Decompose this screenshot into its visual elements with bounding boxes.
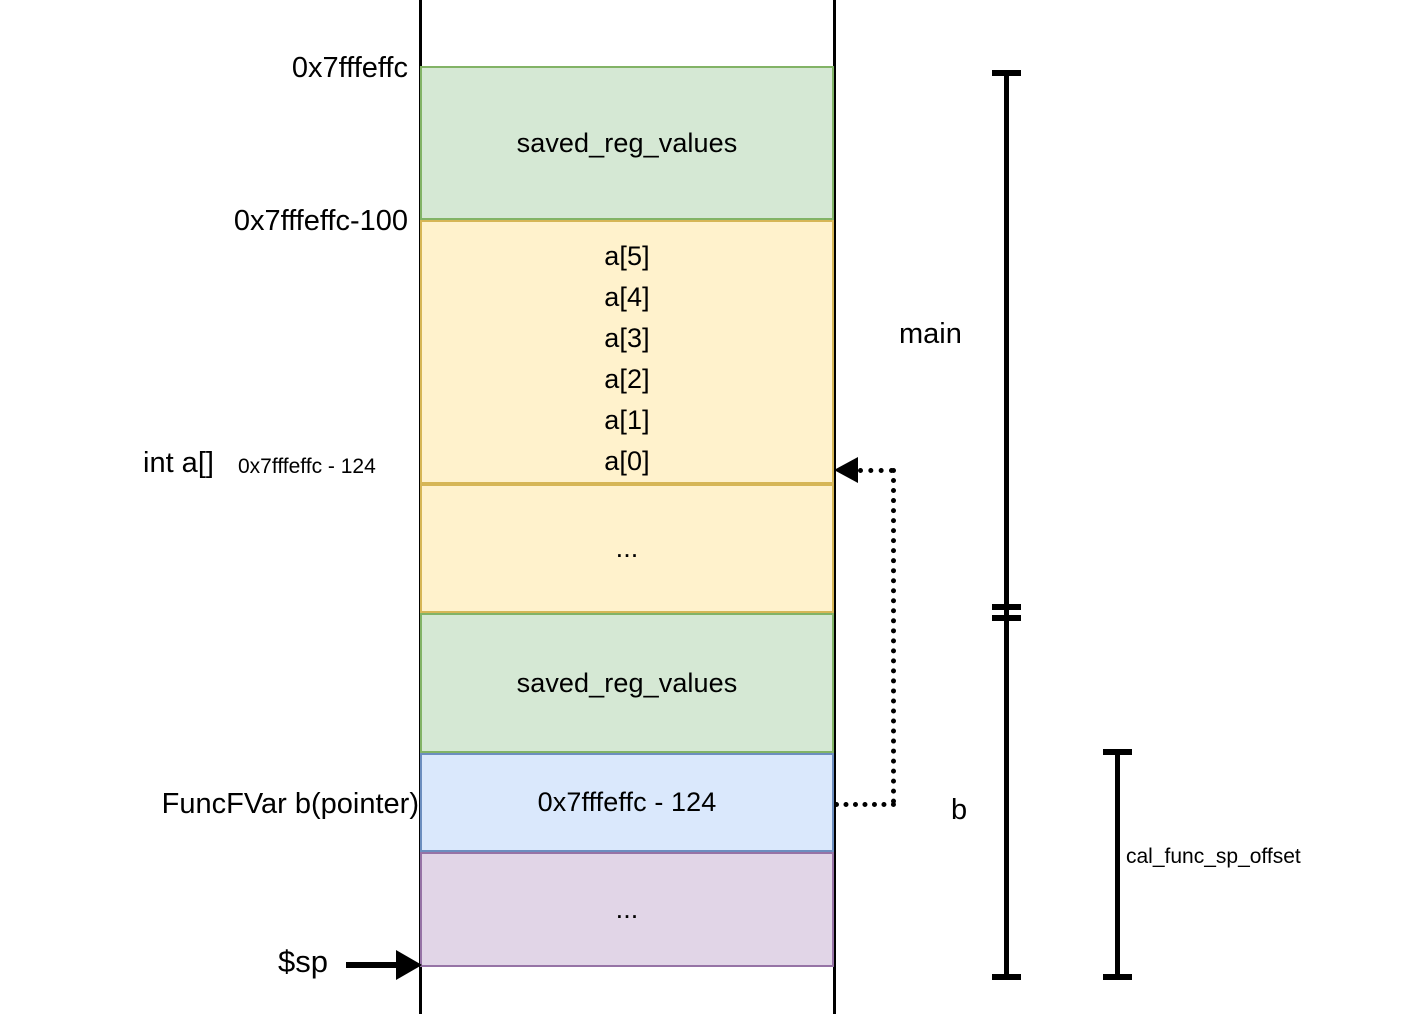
address-label-minus-100: 0x7fffeffc-100: [233, 205, 408, 237]
bracket-b-cap-bottom: [992, 974, 1021, 980]
stack-pointer-label: $sp: [278, 944, 328, 979]
stack-pointer-arrow-head-icon: [396, 950, 422, 980]
cell-label: ...: [615, 894, 639, 924]
bracket-main-b-stem: [1004, 73, 1009, 979]
array-row-a4: a[4]: [604, 282, 650, 312]
address-label-top: 0x7fffeffc: [291, 52, 408, 84]
cell-b-saved-reg-values: saved_reg_values: [420, 613, 834, 753]
pointer-dotted-segment-top: [858, 468, 894, 473]
pointer-dotted-segment-bottom: [834, 802, 896, 807]
array-row-a3: a[3]: [604, 323, 650, 353]
bracket-label-cal-func-sp-offset: cal_func_sp_offset: [1126, 845, 1301, 868]
bracket-cal-func-sp-offset-stem: [1115, 752, 1120, 979]
bracket-cal-func-sp-offset-cap-bottom: [1103, 974, 1132, 980]
cell-label: 0x7fffeffc - 124: [537, 787, 717, 817]
cell-label: saved_reg_values: [516, 127, 738, 158]
cell-b-pointer-value: 0x7fffeffc - 124: [420, 753, 834, 852]
cell-main-filler: ...: [420, 484, 834, 613]
cell-main-saved-reg-values: saved_reg_values: [420, 66, 834, 220]
cell-label: saved_reg_values: [516, 667, 738, 698]
cell-label: ...: [615, 533, 639, 563]
cell-b-filler: ...: [420, 852, 834, 967]
array-address-label: 0x7fffeffc - 124: [238, 455, 376, 478]
bracket-main-cap-top: [992, 70, 1021, 76]
pointer-arrow-head-icon: [834, 457, 858, 483]
cell-array-a: a[5] a[4] a[3] a[2] a[1] a[0]: [420, 220, 834, 484]
stack-pointer-arrow-shaft: [346, 962, 408, 968]
bracket-label-b: b: [951, 794, 968, 826]
pointer-variable-label: FuncFVar b(pointer): [161, 788, 419, 820]
array-variable-label: int a[]: [143, 447, 214, 479]
bracket-b-cap-top: [992, 615, 1021, 621]
array-row-a5: a[5]: [604, 241, 650, 271]
stack-rail-right: [833, 0, 836, 1014]
pointer-dotted-segment-vertical: [891, 468, 896, 804]
bracket-label-main: main: [899, 318, 962, 350]
bracket-cal-func-sp-offset-cap-top: [1103, 749, 1132, 755]
array-row-a2: a[2]: [604, 364, 650, 394]
bracket-main-cap-bottom: [992, 604, 1021, 610]
array-row-a0: a[0]: [604, 446, 650, 476]
array-row-a1: a[1]: [604, 405, 650, 435]
